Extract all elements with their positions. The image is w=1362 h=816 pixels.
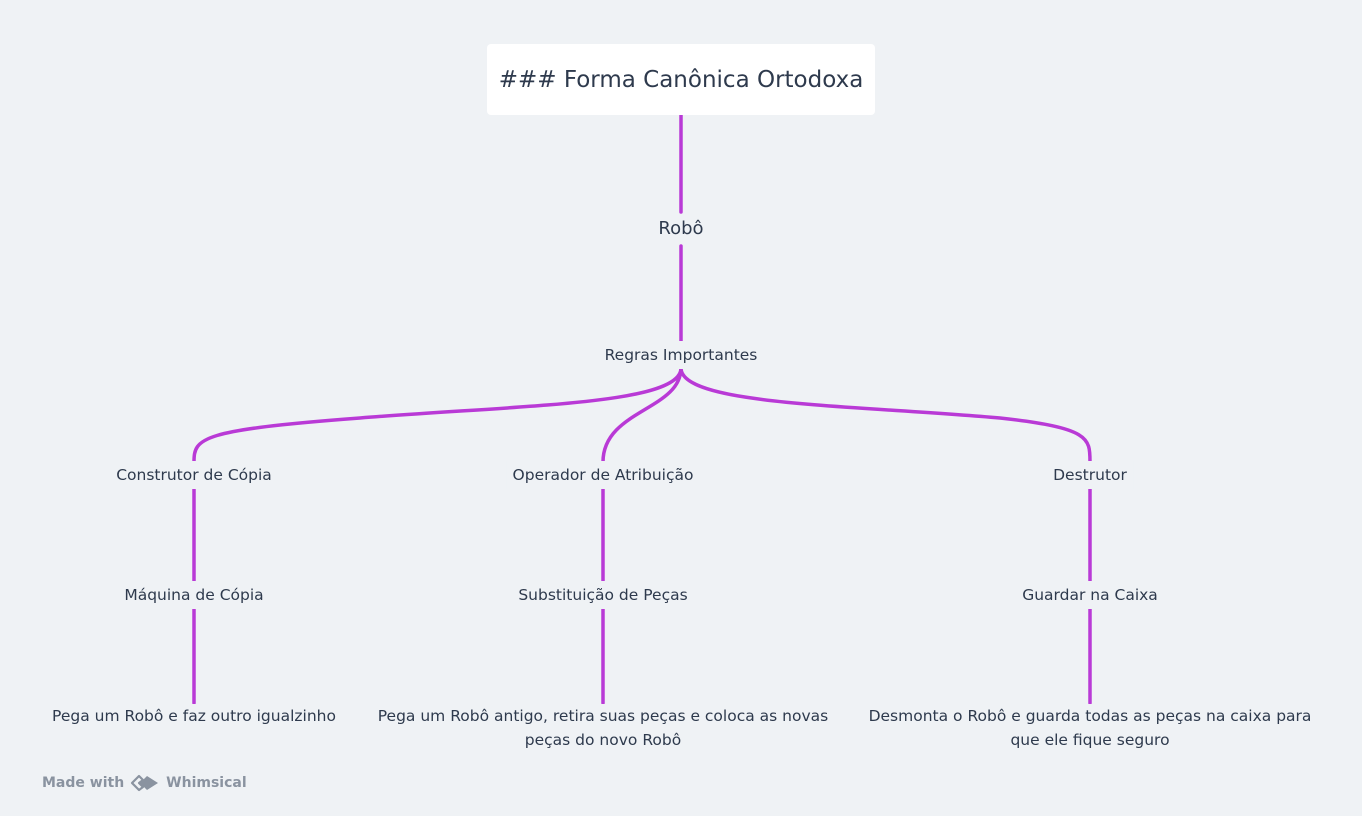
edge-regras-to-construtor	[192, 366, 683, 464]
node-destrutor-label: Destrutor	[1053, 466, 1127, 484]
node-construtor-de-copia[interactable]: Construtor de Cópia	[110, 461, 278, 489]
whimsical-watermark[interactable]: Made with Whimsical	[42, 772, 247, 794]
edge-regras-to-operador	[601, 366, 683, 464]
leaf-destrutor[interactable]: Desmonta o Robô e guarda todas as peças …	[861, 704, 1319, 752]
watermark-prefix: Made with	[42, 775, 125, 791]
whimsical-logo-icon	[131, 774, 159, 792]
edge-regras-to-destrutor	[679, 366, 1092, 464]
node-maquina-de-copia[interactable]: Máquina de Cópia	[118, 581, 270, 609]
watermark-brand: Whimsical	[166, 775, 247, 791]
node-guardar-na-caixa[interactable]: Guardar na Caixa	[1016, 581, 1164, 609]
root-node-label: ### Forma Canônica Ortodoxa	[498, 66, 864, 93]
node-robo-label: Robô	[658, 218, 704, 239]
node-regras-importantes[interactable]: Regras Importantes	[598, 341, 764, 369]
leaf-destrutor-text: Desmonta o Robô e guarda todas as peças …	[868, 707, 1312, 749]
node-guardar-label: Guardar na Caixa	[1022, 586, 1158, 604]
node-maquina-label: Máquina de Cópia	[124, 586, 264, 604]
leaf-operador[interactable]: Pega um Robô antigo, retira suas peças e…	[369, 704, 837, 752]
node-operador-de-atribuicao[interactable]: Operador de Atribuição	[506, 461, 700, 489]
node-construtor-label: Construtor de Cópia	[116, 466, 272, 484]
leaf-construtor[interactable]: Pega um Robô e faz outro igualzinho	[40, 704, 348, 728]
root-node[interactable]: ### Forma Canônica Ortodoxa	[487, 44, 875, 115]
node-robo[interactable]: Robô	[652, 215, 710, 243]
node-substituicao-label: Substituição de Peças	[518, 586, 688, 604]
node-operador-label: Operador de Atribuição	[512, 466, 694, 484]
node-substituicao-de-pecas[interactable]: Substituição de Peças	[512, 581, 694, 609]
leaf-operador-text: Pega um Robô antigo, retira suas peças e…	[377, 707, 829, 749]
leaf-construtor-text: Pega um Robô e faz outro igualzinho	[52, 707, 336, 725]
node-regras-label: Regras Importantes	[604, 346, 758, 364]
node-destrutor[interactable]: Destrutor	[1047, 461, 1133, 489]
